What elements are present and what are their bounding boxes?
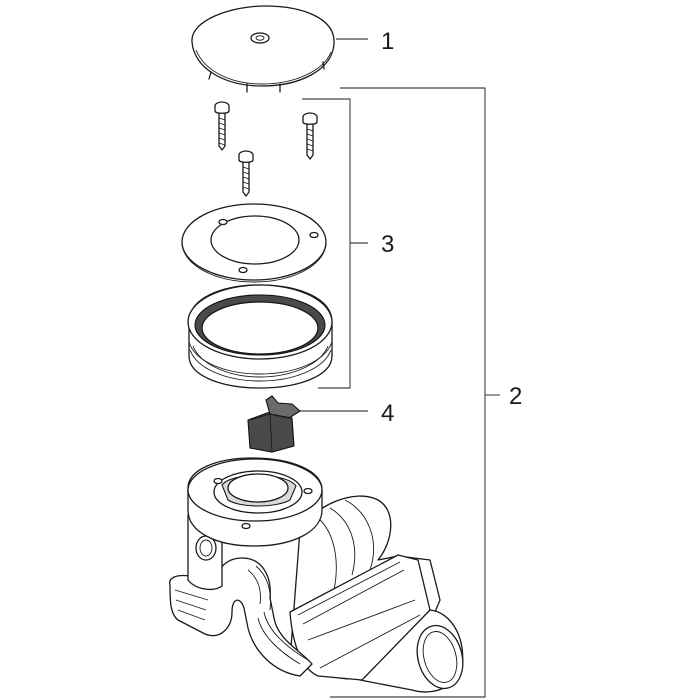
bracket-3 <box>302 98 351 389</box>
screw-left <box>214 101 230 151</box>
callout-label-4: 4 <box>381 400 394 427</box>
flange-ring <box>181 203 327 283</box>
screw-right <box>302 112 318 160</box>
cover-plate <box>191 5 335 93</box>
mounting-screws <box>214 101 318 197</box>
callout-label-2: 2 <box>509 383 522 410</box>
drain-body <box>169 457 464 693</box>
screw-middle <box>238 150 254 197</box>
sealing-ring <box>187 284 333 389</box>
bracket-2 <box>330 87 486 698</box>
callout-label-3: 3 <box>381 231 394 258</box>
callout-label-1: 1 <box>381 28 394 55</box>
odour-trap-insert <box>247 395 301 453</box>
